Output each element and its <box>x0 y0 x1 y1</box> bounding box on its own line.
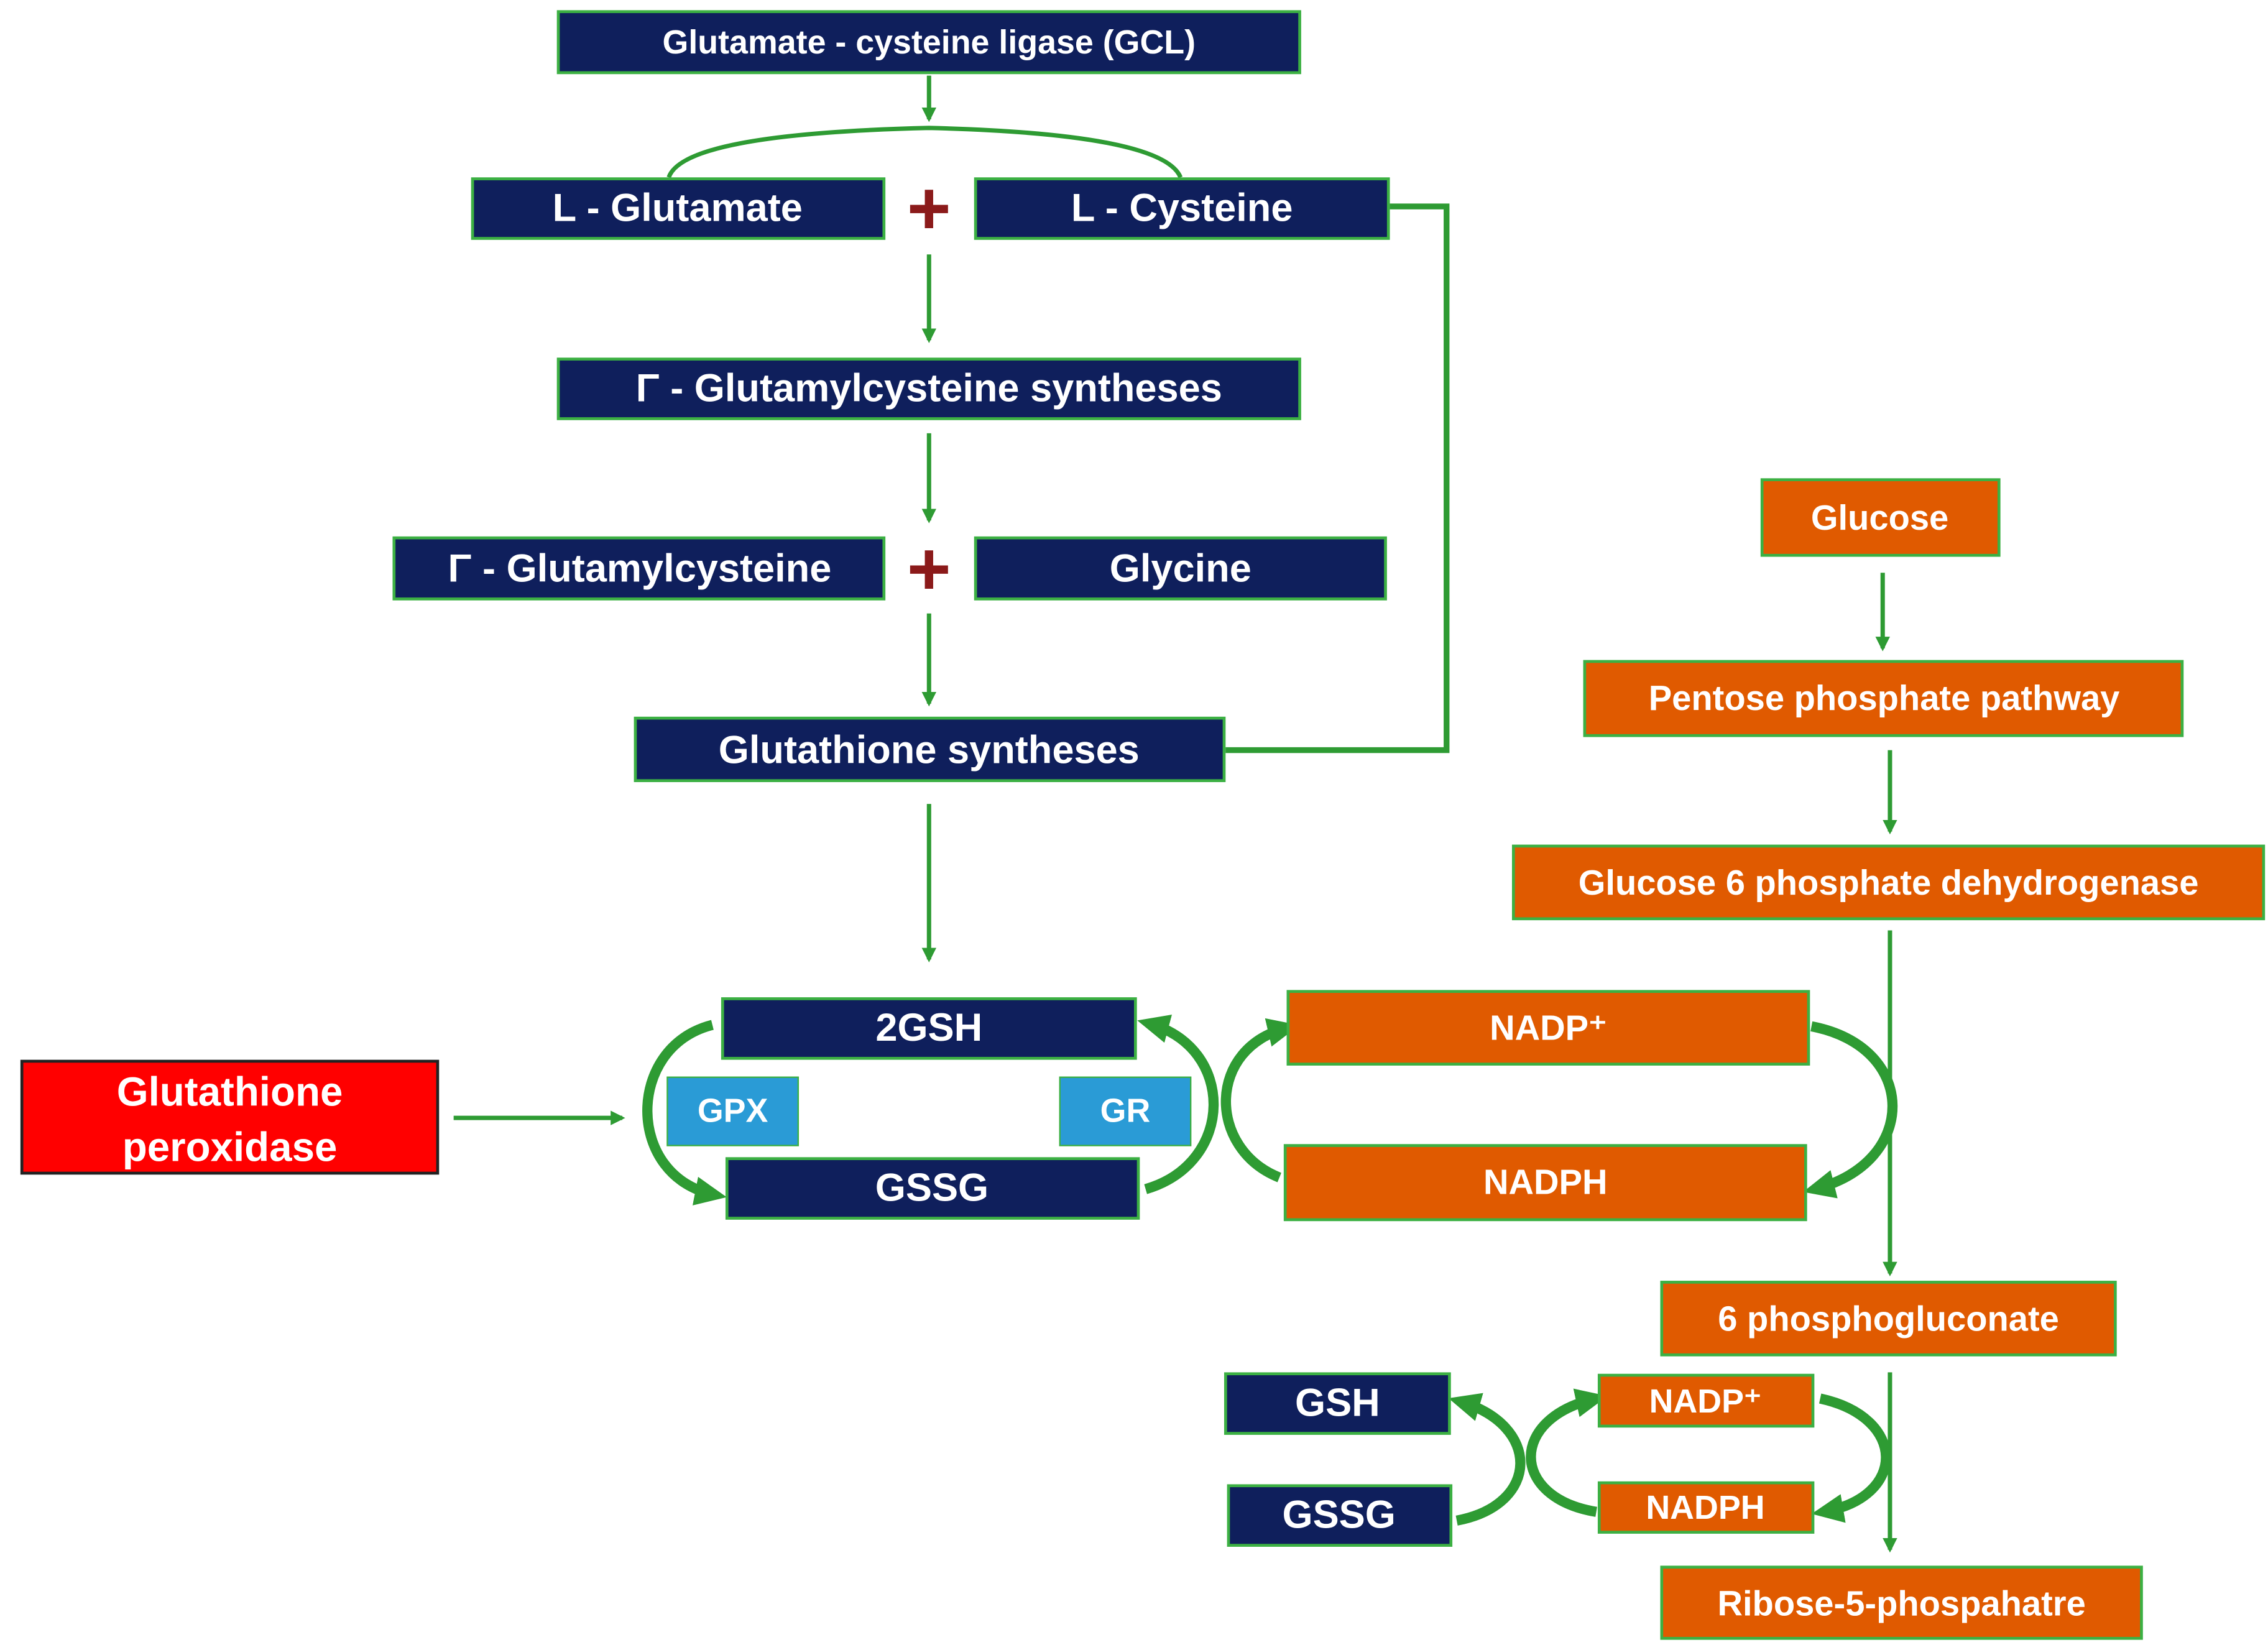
phosphogluconate-label: 6 phosphogluconate <box>1718 1299 2059 1338</box>
gssg-label: GSSG <box>875 1166 989 1209</box>
g6pd-label: Glucose 6 phosphate dehydrogenase <box>1579 863 2199 902</box>
arrow-nadp-to-nadph <box>1803 1021 1898 1199</box>
plus-sign: + <box>907 526 951 611</box>
glucose-label: Glucose <box>1811 498 1948 537</box>
gr-label: GR <box>1100 1092 1151 1129</box>
nadp-plus-label: NADP⁺ <box>1490 1008 1607 1048</box>
gamma-glutamylcysteine-box: Γ - Glutamylcysteine <box>392 536 886 601</box>
glutathione-synthases-label: Glutathione syntheses <box>719 729 1140 772</box>
glucose-box: Glucose <box>1760 478 2001 557</box>
gcl-label: Glutamate - cysteine ligase (GCL) <box>663 24 1196 61</box>
gssg-box: GSSG <box>725 1157 1140 1220</box>
2gsh-label: 2GSH <box>875 1006 982 1049</box>
nadph-small-label: NADPH <box>1646 1489 1764 1526</box>
nadph-label: NADPH <box>1483 1163 1608 1202</box>
arrow-lower-nadp-to-nadph <box>1811 1393 1891 1523</box>
glycine-label: Glycine <box>1110 546 1252 590</box>
pentose-phosphate-pathway-box: Pentose phosphate pathway <box>1583 660 2184 737</box>
redox-cycle: Glutathione peroxidase 2GSH GPX GR GSSG … <box>20 990 1810 1222</box>
connector-cysteine-to-glutathione <box>1225 203 1450 754</box>
plus-sign: + <box>907 165 951 250</box>
l-cysteine-box: L - Cysteine <box>974 177 1390 240</box>
gpx-box: GPX <box>666 1076 800 1146</box>
synthesis-boxes: Glutamate - cysteine ligase (GCL) L - Gl… <box>392 10 1390 783</box>
phosphogluconate-box: 6 phosphogluconate <box>1660 1281 2117 1357</box>
arrow-gpx-cycle <box>642 1020 727 1205</box>
gamma-glutamylcysteine-label: Γ - Glutamylcysteine <box>448 546 832 590</box>
gamma-synthases-box: Γ - Glutamylcysteine syntheses <box>556 357 1301 420</box>
gamma-synthases-label: Γ - Glutamylcysteine syntheses <box>636 366 1222 410</box>
gcl-box: Glutamate - cysteine ligase (GCL) <box>556 10 1301 75</box>
connectors <box>453 75 1898 1553</box>
lower-gssg-box: GSSG <box>1227 1484 1453 1547</box>
gsh-label: GSH <box>1295 1381 1380 1424</box>
arrow-lower-gssg-to-gsh <box>1448 1393 1526 1526</box>
nadp-plus-box: NADP⁺ <box>1286 990 1810 1066</box>
glutathione-peroxidase-line2: peroxidase <box>122 1124 338 1169</box>
gr-box: GR <box>1059 1076 1192 1146</box>
l-cysteine-label: L - Cysteine <box>1071 186 1293 229</box>
l-glutamate-label: L - Glutamate <box>553 186 803 229</box>
arrow-lower-nadph-to-nadp <box>1526 1388 1608 1517</box>
nadp-plus-small-label: NADP⁺ <box>1649 1383 1762 1420</box>
nadph-box: NADPH <box>1283 1144 1807 1222</box>
lower-gssg-label: GSSG <box>1282 1493 1395 1537</box>
glutathione-peroxidase-line1: Glutathione <box>117 1069 343 1115</box>
l-glutamate-box: L - Glutamate <box>471 177 886 240</box>
arrow-gr-cycle <box>1137 1015 1219 1194</box>
g6pd-box: Glucose 6 phosphate dehydrogenase <box>1511 844 2266 921</box>
ribose-box: Ribose-5-phospahatre <box>1660 1565 2143 1640</box>
gsh-box: GSH <box>1224 1372 1451 1435</box>
glycine-box: Glycine <box>974 536 1387 601</box>
2gsh-box: 2GSH <box>721 997 1137 1060</box>
ribose-label: Ribose-5-phospahatre <box>1717 1584 2085 1623</box>
nadp-plus-small-box: NADP⁺ <box>1597 1373 1815 1428</box>
lower-cycle: GSH GSSG <box>1224 1372 1453 1547</box>
gpx-label: GPX <box>698 1092 768 1129</box>
pentose-phosphate-pathway-label: Pentose phosphate pathway <box>1649 678 2120 717</box>
glutathione-synthases-box: Glutathione syntheses <box>634 716 1226 783</box>
glutathione-peroxidase-box: Glutathione peroxidase <box>20 1059 440 1175</box>
pentose-pathway: Glucose Pentose phosphate pathway Glucos… <box>1511 478 2266 1640</box>
arrow-nadph-to-nadp <box>1220 1018 1300 1182</box>
nadph-small-box: NADPH <box>1597 1481 1815 1534</box>
arc-glutamate-cysteine <box>666 126 1183 178</box>
